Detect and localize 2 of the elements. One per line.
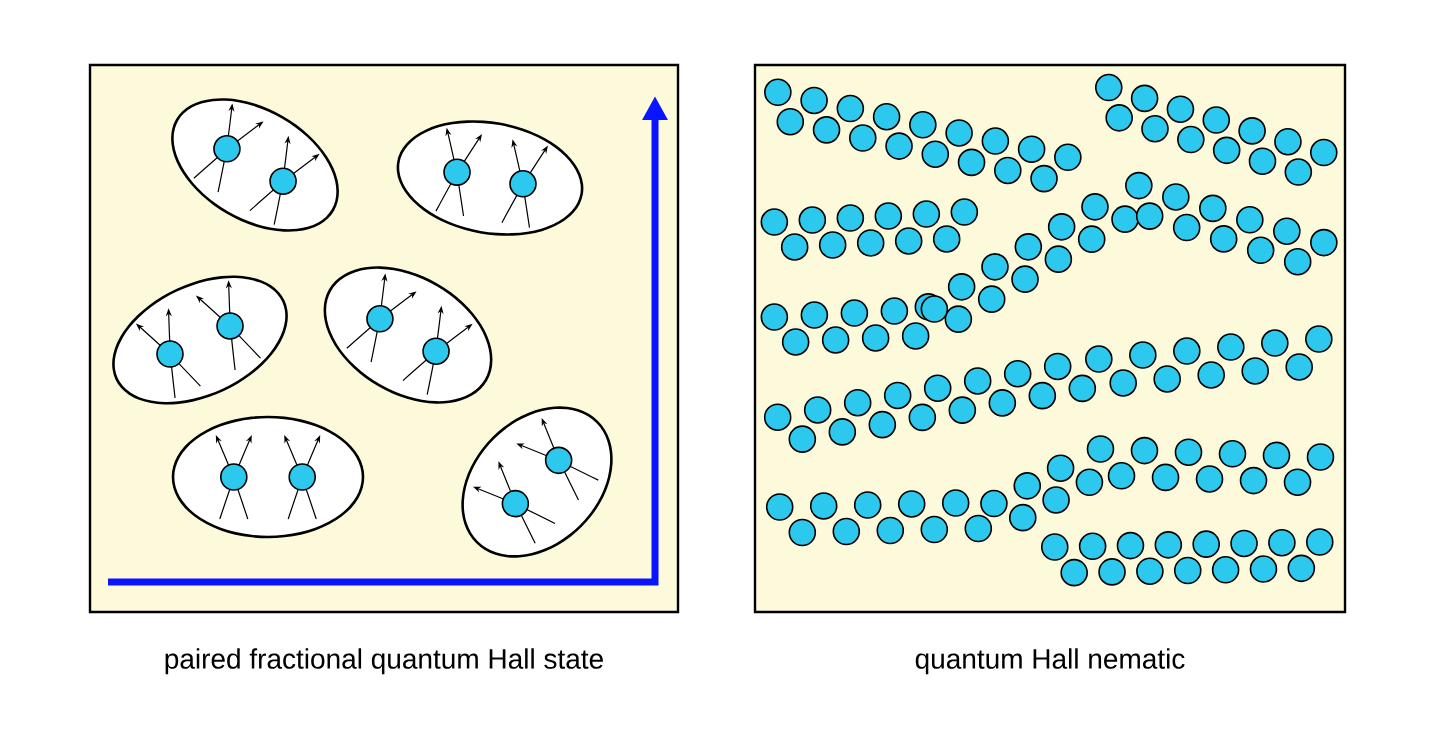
node-label: quantum Hall nematic [915, 648, 1185, 675]
node-label: paired fractional quantum Hall state [165, 648, 603, 675]
